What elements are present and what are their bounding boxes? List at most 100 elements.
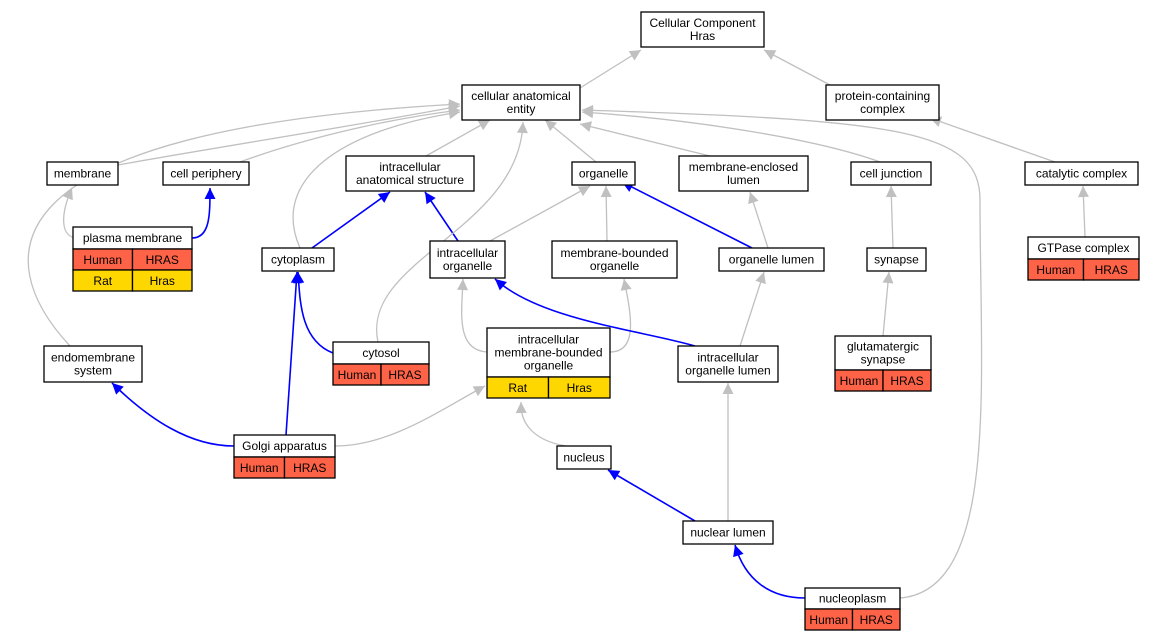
arrowhead [608, 470, 621, 481]
arrowhead [545, 120, 557, 132]
node-label: protein-containing [835, 89, 930, 103]
species-label: Rat [508, 381, 527, 395]
species-label: Human [338, 368, 377, 382]
edge-nuclumen-to-nucleus [607, 469, 696, 522]
edge-cytoplasm-to-cae [292, 108, 461, 249]
node-label: Cellular Component [649, 16, 756, 30]
gene-cell [380, 363, 430, 386]
node-box [461, 84, 581, 121]
node-imbo[interactable]: intracellularmembrane-boundedorganelleRa… [486, 327, 611, 399]
node-label: anatomical structure [356, 173, 464, 187]
edge-orglumen-to-mel [748, 191, 769, 249]
node-celljunction[interactable]: cell junction [850, 161, 932, 186]
node-membrane[interactable]: membrane [46, 161, 119, 186]
arrowhead [457, 279, 469, 291]
edge-glut-to-synapse [882, 271, 894, 337]
edge-iol-to-intraorg [494, 278, 696, 347]
node-label: lumen [727, 173, 760, 187]
edge-ias-to-cae [425, 119, 491, 157]
node-label: synapse [874, 253, 919, 267]
node-label: complex [860, 102, 905, 116]
node-label: Hras [690, 29, 715, 43]
node-nuclumen[interactable]: nuclear lumen [682, 520, 774, 545]
arrowhead [204, 188, 216, 200]
gene-cell [851, 608, 901, 631]
node-label: organelle [524, 359, 574, 373]
gene-label: HRAS [1095, 263, 1128, 277]
node-label: endomembrane [51, 351, 135, 365]
node-cellperiph[interactable]: cell periphery [162, 161, 250, 186]
node-label: entity [507, 102, 536, 116]
arrowhead [628, 50, 641, 61]
node-label: organelle [590, 259, 640, 273]
node-label: intracellular [437, 246, 498, 260]
node-box [571, 161, 636, 186]
gene-label: HRAS [388, 368, 421, 382]
species-label: Human [83, 253, 122, 267]
node-label: organelle lumen [729, 253, 814, 267]
gene-cell [1082, 258, 1140, 281]
node-label: GTPase complex [1037, 241, 1129, 255]
node-label: membrane-enclosed [689, 160, 798, 174]
edge-golgi-to-cytoplasm [285, 271, 302, 436]
node-box [718, 247, 825, 272]
arrowhead [764, 50, 777, 61]
node-label: organelle [443, 259, 493, 273]
gene-label: Hras [150, 274, 175, 288]
node-orglumen[interactable]: organelle lumen [718, 247, 825, 272]
node-box [677, 345, 779, 383]
node-label: cell periphery [170, 167, 241, 181]
edge-cytosol-to-cytoplasm [293, 271, 334, 354]
edge-nucleoplasm-to-nuclumen [733, 544, 806, 599]
node-label: cellular anatomical [471, 89, 570, 103]
node-label: intracellular [379, 160, 440, 174]
edge-imbo-to-mbo [609, 278, 632, 353]
species-label: Human [240, 461, 279, 475]
node-label: cell junction [860, 167, 923, 181]
node-catalytic[interactable]: catalytic complex [1024, 161, 1139, 186]
arrowhead [112, 383, 124, 395]
edge-cellperiph-to-cae [239, 105, 461, 163]
node-label: membrane [54, 167, 112, 181]
gene-cell [547, 376, 611, 399]
arrowhead [516, 122, 528, 134]
gene-cell [283, 456, 336, 479]
edge-imbo-to-intraorg [457, 278, 488, 353]
node-cytoplasm[interactable]: cytoplasm [261, 247, 335, 272]
arrowhead [62, 188, 73, 201]
node-organelle[interactable]: organelle [571, 161, 636, 186]
arrowhead [1077, 186, 1089, 198]
node-box [486, 327, 611, 378]
edge-synapse-to-celljunction [885, 185, 897, 249]
node-nucleus[interactable]: nucleus [556, 445, 612, 470]
arrowhead [722, 383, 734, 394]
node-label: organelle [579, 167, 629, 181]
arrowhead [577, 186, 590, 197]
node-box [834, 335, 932, 371]
arrowhead [477, 120, 490, 131]
node-label: nucleoplasm [819, 592, 886, 606]
arrowhead [448, 108, 460, 120]
arrowhead [377, 192, 390, 203]
node-label: intracellular [697, 351, 758, 365]
edge-endomem-to-cae [27, 99, 461, 347]
node-box [678, 155, 809, 192]
edge-nucleus-to-imbo [515, 401, 567, 447]
node-synapse[interactable]: synapse [866, 247, 927, 272]
edge-orglumen-to-organelle [621, 181, 753, 249]
